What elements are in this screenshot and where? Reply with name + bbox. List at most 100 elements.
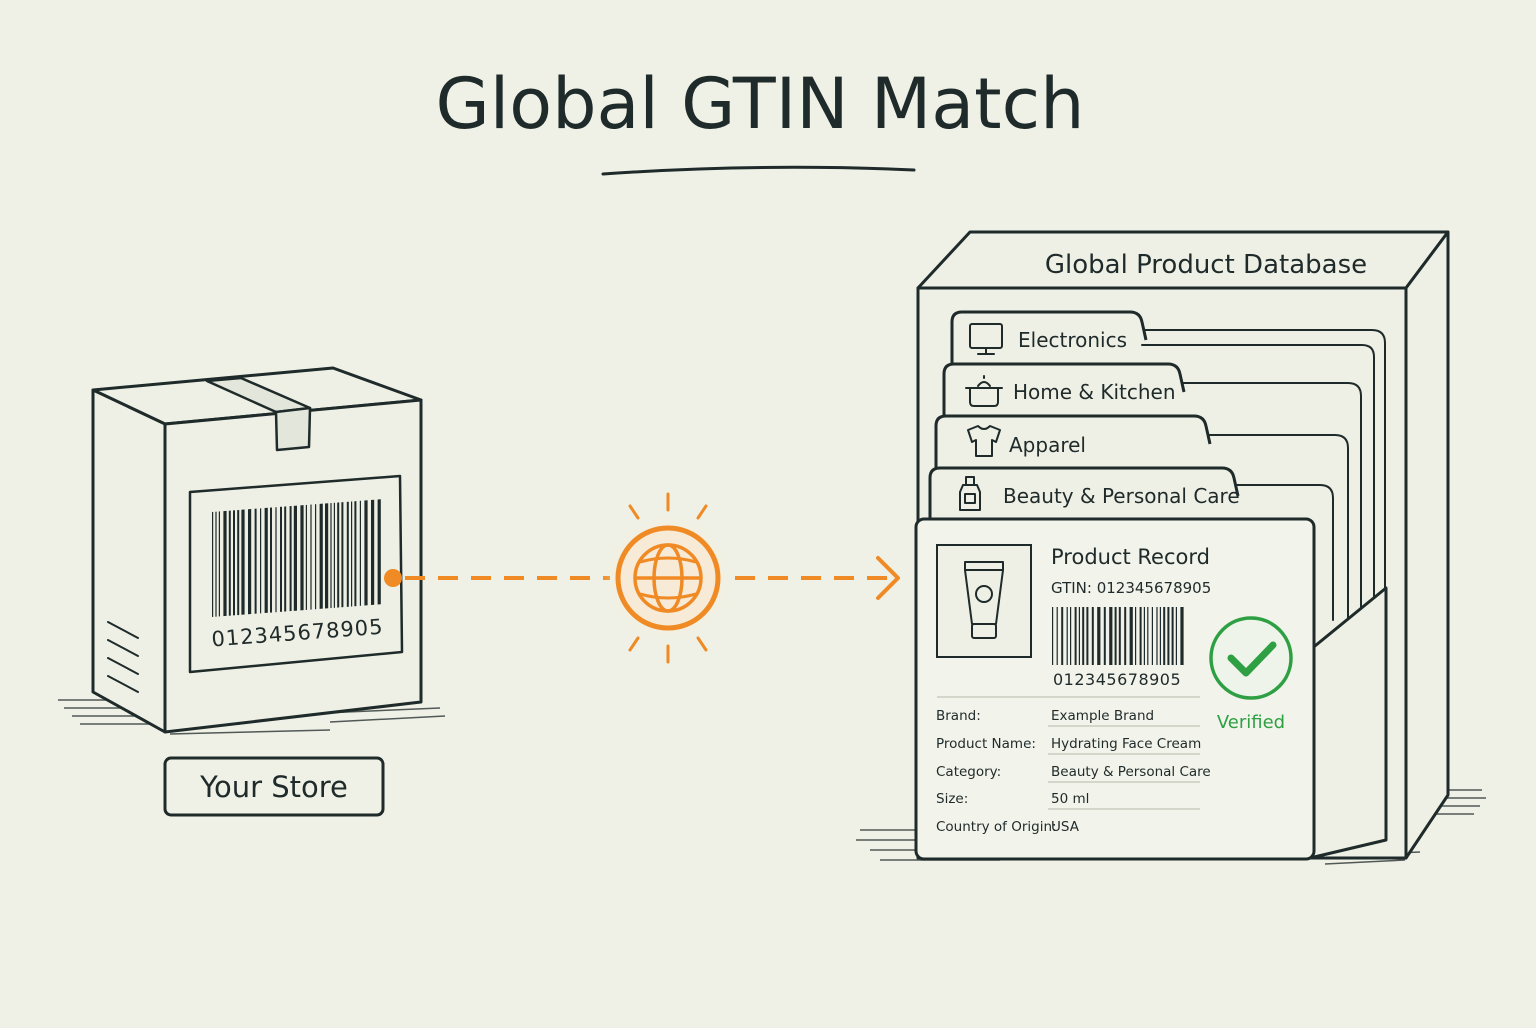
barcode-bar [364,500,368,606]
barcode-bar [1139,607,1142,665]
barcode-bar [1066,607,1068,665]
barcode-bar [1114,607,1117,665]
barcode-bar [275,507,277,613]
title-underline [601,165,916,176]
barcode-bar [346,501,349,607]
product-record-card[interactable]: Product Record GTIN: 012345678905 012345… [914,517,1316,861]
category-label-home-kitchen: Home & Kitchen [1013,380,1176,404]
field-value-product-name: Hydrating Face Cream [1051,736,1201,752]
barcode-bar [248,509,252,615]
barcode-bar [1171,607,1174,665]
field-value-size: 50 ml [1051,791,1089,807]
barcode-bar [337,502,340,608]
barcode-bar [215,511,217,617]
barcode-bar [218,511,221,617]
barcode-bar [254,508,257,614]
field-value-category: Beauty & Personal Care [1051,764,1211,780]
barcode-bar [1124,607,1127,665]
field-value-country: USA [1051,819,1080,835]
barcode-bar [237,509,240,616]
barcode-bar [1097,607,1101,665]
gtin-connector [384,492,900,664]
record-gtin: GTIN: 012345678905 [1051,579,1211,597]
barcode-bar [260,508,262,614]
barcode-bar [241,509,245,615]
database-title: Global Product Database [1045,250,1367,280]
barcode-bar [284,506,287,612]
barcode-bar [1061,607,1064,665]
field-label-category: Category: [936,764,1001,780]
category-folder-beauty[interactable]: Beauty & Personal Care [928,466,1240,522]
barcode-bar [270,507,272,613]
field-label-brand: Brand: [936,708,981,724]
tube-icon [964,561,1004,639]
barcode-bar [1086,607,1089,665]
category-label-beauty: Beauty & Personal Care [1003,484,1240,508]
barcode-bar [377,499,381,605]
category-label-apparel: Apparel [1009,433,1086,457]
bottle-icon [959,476,981,511]
barcode-bar [1078,607,1080,665]
barcode-bar [228,510,231,616]
field-label-country: Country of Origin: [936,819,1057,835]
barcode-bar [223,510,227,617]
barcode-bar [1082,607,1085,665]
globe-icon [600,492,736,664]
barcode-bar [325,503,329,609]
barcode-bar [319,503,323,609]
barcode-bar [310,504,312,610]
barcode-bar [300,505,304,611]
barcode-bar [1175,607,1177,665]
barcode-bar [351,501,353,607]
verified-badge: Verified [1209,616,1293,733]
global-product-database: Global Product Database Electronics [856,230,1486,865]
barcode-bar [293,505,298,611]
barcode-bar [1156,607,1158,665]
verified-label: Verified [1217,712,1285,733]
barcode-bar [333,502,336,608]
category-folder-apparel[interactable]: Apparel [934,414,1212,472]
barcode-bar [1091,607,1094,665]
barcode-bar [315,504,317,610]
cooking-pot-icon [965,375,1003,407]
barcode-bar [330,503,332,609]
barcode-bar [233,510,235,616]
store-label: Your Store [199,770,348,804]
barcode-bar [359,500,362,606]
barcode-bar [212,511,214,617]
barcode-bar [264,507,268,614]
barcode-bar [1052,607,1054,665]
barcode-bar [1109,607,1113,665]
category-folder-home-kitchen[interactable]: Home & Kitchen [942,362,1186,420]
barcode-bar [1151,607,1153,665]
record-barcode [1052,607,1184,665]
verified-check-icon [1209,616,1293,700]
store-package: 012345678905 [58,366,446,735]
barcode-bar [354,501,357,607]
barcode-bar [305,504,308,610]
barcode-bar [1129,607,1133,665]
connector-start-dot [384,569,402,587]
barcode-bar [280,506,282,612]
record-barcode-number: 012345678905 [1053,670,1181,689]
barcode-bar [341,502,344,608]
barcode-bar [1147,607,1149,665]
field-label-size: Size: [936,791,968,807]
barcode-bar [1118,607,1121,665]
barcode-bar [1163,607,1166,665]
folder-stack-edges [1141,329,1386,621]
record-title: Product Record [1051,545,1210,569]
barcode-bar [1143,607,1145,665]
page-title: Global GTIN Match [436,63,1085,145]
barcode-bar [1070,607,1072,665]
store-barcode [212,499,381,617]
category-folder-electronics[interactable]: Electronics [950,310,1148,370]
field-value-brand: Example Brand [1051,708,1154,724]
barcode-bar [1180,607,1184,665]
field-label-product-name: Product Name: [936,736,1036,752]
barcode-bar [1167,607,1170,665]
barcode-bar [289,506,292,612]
arrow-head [876,556,900,600]
